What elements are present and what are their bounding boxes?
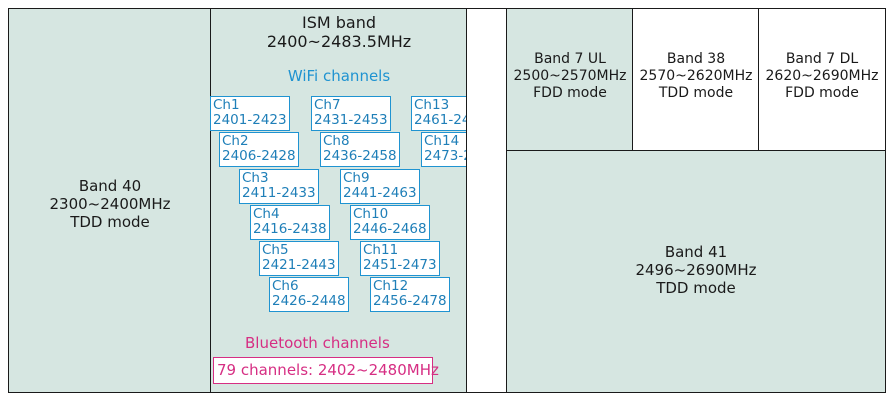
channel-range: 2401-2423: [213, 112, 287, 128]
wifi-channel-ch8: Ch8 2436-2458: [320, 132, 400, 167]
band-7-ul-name: Band 7 UL: [534, 51, 606, 67]
wifi-channel-ch11: Ch11 2451-2473: [360, 241, 440, 276]
wifi-channels-title: WiFi channels: [287, 67, 391, 85]
band-38-range: 2570~2620MHz: [639, 68, 753, 84]
band-7-ul-block: Band 7 UL 2500~2570MHz FDD mode: [506, 8, 634, 152]
wifi-channel-ch1: Ch1 2401-2423: [210, 96, 290, 131]
wifi-channel-ch4: Ch4 2416-2438: [250, 205, 330, 240]
channel-range: 2411-2433: [242, 185, 316, 201]
band-40-block: Band 40 2300~2400MHz TDD mode: [8, 8, 212, 393]
channel-name: Ch7: [314, 97, 341, 113]
channel-name: Ch12: [373, 278, 409, 294]
wifi-channel-ch6: Ch6 2426-2448: [269, 277, 349, 312]
wifi-channel-ch2: Ch2 2406-2428: [219, 132, 299, 167]
channel-range: 2431-2453: [314, 112, 388, 128]
wifi-channel-ch10: Ch10 2446-2468: [350, 205, 430, 240]
band-38-block: Band 38 2570~2620MHz TDD mode: [632, 8, 760, 152]
band-40-label: Band 40 2300~2400MHz TDD mode: [9, 177, 211, 231]
band-41-mode: TDD mode: [656, 279, 736, 297]
band-40-name: Band 40: [78, 177, 142, 195]
channel-range: 2406-2428: [222, 148, 296, 164]
channel-name: Ch6: [272, 278, 299, 294]
wifi-channel-ch3: Ch3 2411-2433: [239, 169, 319, 204]
ism-band-block: ISM band 2400~2483.5MHz WiFi channels Bl…: [210, 8, 468, 393]
band-41-block: Band 41 2496~2690MHz TDD mode: [506, 150, 886, 393]
channel-name: Ch10: [353, 206, 389, 222]
channel-name: Ch4: [253, 206, 280, 222]
ism-band-label: ISM band 2400~2483.5MHz: [211, 13, 467, 51]
band-41-name: Band 41: [664, 243, 728, 261]
band-7-dl-label: Band 7 DL 2620~2690MHz FDD mode: [759, 51, 885, 102]
band-41-label: Band 41 2496~2690MHz TDD mode: [507, 243, 885, 297]
bluetooth-channels-box: 79 channels: 2402~2480MHz: [213, 357, 439, 384]
channel-name: Ch11: [363, 242, 399, 258]
bluetooth-channels-title: Bluetooth channels: [245, 334, 390, 352]
channel-name: Ch8: [323, 133, 350, 149]
channel-name: Ch1: [213, 97, 240, 113]
band-38-name: Band 38: [666, 51, 726, 67]
channel-range: 2441-2463: [343, 185, 417, 201]
channel-name: Ch3: [242, 170, 269, 186]
band-7-dl-block: Band 7 DL 2620~2690MHz FDD mode: [758, 8, 886, 152]
channel-name: Ch5: [262, 242, 289, 258]
ism-band-range: 2400~2483.5MHz: [266, 32, 412, 51]
ism-band-title: ISM band: [301, 13, 377, 32]
band-38-mode: TDD mode: [658, 85, 734, 101]
band-41-range: 2496~2690MHz: [635, 261, 757, 279]
channel-name: Ch14: [424, 133, 460, 149]
band-7-dl-mode: FDD mode: [785, 85, 859, 101]
channel-range: 2426-2448: [272, 293, 346, 309]
band-7-ul-label: Band 7 UL 2500~2570MHz FDD mode: [507, 51, 633, 102]
band-7-ul-range: 2500~2570MHz: [513, 68, 627, 84]
band-7-dl-range: 2620~2690MHz: [765, 68, 879, 84]
wifi-channel-ch9: Ch9 2441-2463: [340, 169, 420, 204]
channel-range: 2416-2438: [253, 221, 327, 237]
channel-name: Ch2: [222, 133, 249, 149]
guard-band-gap: [466, 8, 508, 393]
channel-range: 2451-2473: [363, 257, 437, 273]
channel-range: 2456-2478: [373, 293, 447, 309]
channel-name: Ch9: [343, 170, 370, 186]
wifi-channel-ch5: Ch5 2421-2443: [259, 241, 339, 276]
channel-name: Ch13: [414, 97, 450, 113]
channel-range: 2421-2443: [262, 257, 336, 273]
wifi-channel-ch12: Ch12 2456-2478: [370, 277, 450, 312]
band-40-range: 2300~2400MHz: [49, 195, 171, 213]
channel-range: 2436-2458: [323, 148, 397, 164]
channel-range: 2446-2468: [353, 221, 427, 237]
band-7-ul-mode: FDD mode: [533, 85, 607, 101]
band-38-label: Band 38 2570~2620MHz TDD mode: [633, 51, 759, 102]
band-7-dl-name: Band 7 DL: [785, 51, 859, 67]
band-40-mode: TDD mode: [70, 213, 150, 231]
wifi-channel-ch7: Ch7 2431-2453: [311, 96, 391, 131]
